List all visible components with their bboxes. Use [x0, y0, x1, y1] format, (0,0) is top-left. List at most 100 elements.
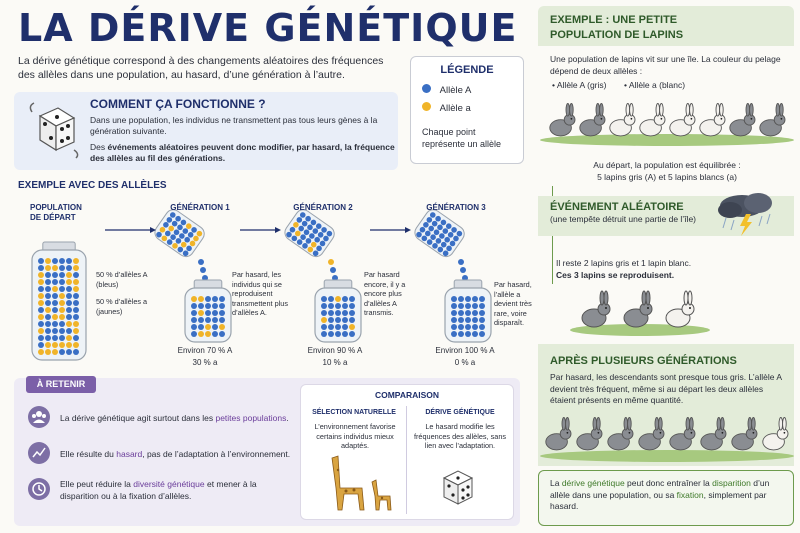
rabbit-eye: [780, 117, 783, 120]
allele-A-dot: [300, 234, 306, 240]
allele-A-dot: [45, 279, 51, 285]
allele-A-dot: [301, 220, 308, 227]
allele-A-dot: [59, 349, 65, 355]
rabbit-ear: [595, 103, 601, 117]
white-rabbit: [639, 103, 666, 137]
allele-A-dot: [321, 227, 327, 233]
allele-A-dot: [191, 331, 197, 337]
allele-a-dot: [38, 279, 44, 285]
allele-A-dot: [45, 300, 51, 306]
allele-a-dot: [168, 225, 175, 232]
rabbit-ear: [778, 417, 784, 431]
allele-A-dot: [205, 296, 211, 302]
allele-A-dot: [479, 310, 485, 316]
rabbit-eye: [660, 117, 663, 120]
allele-A-dot: [59, 272, 65, 278]
allele-A-dot: [169, 212, 176, 218]
connector-line: [552, 186, 553, 198]
allele-A-dot: [424, 230, 431, 237]
rabbit-ear: [689, 417, 694, 431]
allele-A-dot: [52, 272, 58, 278]
gray-rabbit: [623, 290, 653, 328]
allele-A-dot: [458, 331, 464, 337]
allele-A-dot: [309, 233, 315, 239]
allele-A-dot: [451, 227, 457, 233]
allele-A-dot: [296, 217, 303, 223]
allele-A-dot: [38, 335, 44, 341]
rabbit-eye: [647, 307, 649, 309]
allele-A-dot: [335, 303, 341, 309]
allele-a-dot: [185, 223, 192, 229]
allele-A-dot: [219, 331, 225, 337]
allele-a-dot: [38, 272, 44, 278]
rabbit-head: [773, 113, 786, 126]
rabbit-ear: [599, 103, 604, 117]
allele-A-dot: [73, 349, 79, 355]
rabbit-ear: [565, 417, 570, 431]
allele-a-dot: [66, 342, 72, 348]
allele-a-dot: [73, 265, 79, 271]
allele-A-dot: [212, 310, 218, 316]
right-intro: Une population de lapins vit sur une île…: [550, 54, 781, 76]
allele-A-dot: [45, 272, 51, 278]
allele-A-dot: [73, 272, 79, 278]
allele-A-dot: [59, 286, 65, 292]
allele-A-dot: [451, 317, 457, 323]
allele-A-dot: [437, 224, 443, 231]
rabbit-head: [652, 427, 665, 440]
allele-a-dot: [180, 241, 187, 248]
rabbit-ear: [775, 103, 781, 117]
conclusion-text: La dérive génétique peut donc entraîner …: [550, 478, 770, 511]
allele-A-dot: [342, 317, 348, 323]
clock-icon: [28, 478, 50, 500]
rabbit-ear: [627, 417, 632, 431]
white-rabbit: [762, 417, 789, 451]
allele-a-dot: [52, 342, 58, 348]
allele-A-dot: [191, 303, 197, 309]
rabbit-head: [593, 113, 606, 126]
blue-dot-icon: [422, 84, 431, 93]
allele-A-dot: [212, 331, 218, 337]
allele-A-dot: [45, 286, 51, 292]
allele-A-dot: [296, 239, 303, 245]
allele-A-dot: [52, 279, 58, 285]
gen3-label: GÉNÉRATION 3: [426, 203, 486, 212]
rabbit-head: [683, 113, 696, 126]
gray-rabbit: [700, 417, 727, 451]
rabbit-ear: [687, 290, 693, 306]
allele-a-dot: [310, 241, 317, 248]
falling-dot: [458, 259, 464, 265]
allele-A-dot: [451, 331, 457, 337]
allele-a-dot: [45, 342, 51, 348]
allele-a-dot: [198, 296, 204, 302]
gray-rabbit: [638, 417, 665, 451]
allele-A-dot: [328, 296, 334, 302]
falling-dot: [328, 259, 334, 265]
allele-A-dot: [45, 335, 51, 341]
allele-A-dot: [335, 317, 341, 323]
how-paragraph-2: Des événements aléatoires peuvent donc m…: [90, 142, 395, 163]
rabbit-ear: [592, 417, 598, 431]
retenir-item-3: Elle peut réduire la diversité génétique…: [60, 479, 257, 501]
gray-rabbit: [607, 417, 634, 451]
rabbit-head: [681, 302, 695, 316]
rabbit-ear: [719, 103, 724, 117]
allele-A-dot: [59, 265, 65, 271]
allele-A-dot: [45, 293, 51, 299]
rabbit-ear: [779, 103, 784, 117]
rabbit-eye: [566, 431, 569, 434]
rabbit-ear: [720, 417, 725, 431]
allele-A-dot: [439, 233, 445, 239]
allele-A-dot: [184, 236, 190, 243]
allele-A-dot: [312, 228, 319, 234]
allele-A-dot: [442, 250, 449, 257]
allele-a-dot: [45, 349, 51, 355]
allele-A-dot: [205, 303, 211, 309]
rabbit-eye: [750, 117, 753, 120]
allele-A-dot: [187, 232, 194, 238]
gray-rabbit: [759, 103, 786, 137]
allele-A-dot: [73, 335, 79, 341]
connector-line-2: [552, 236, 553, 284]
legend-item-a: Allèle a: [422, 102, 471, 114]
allele-A-dot: [456, 230, 463, 237]
